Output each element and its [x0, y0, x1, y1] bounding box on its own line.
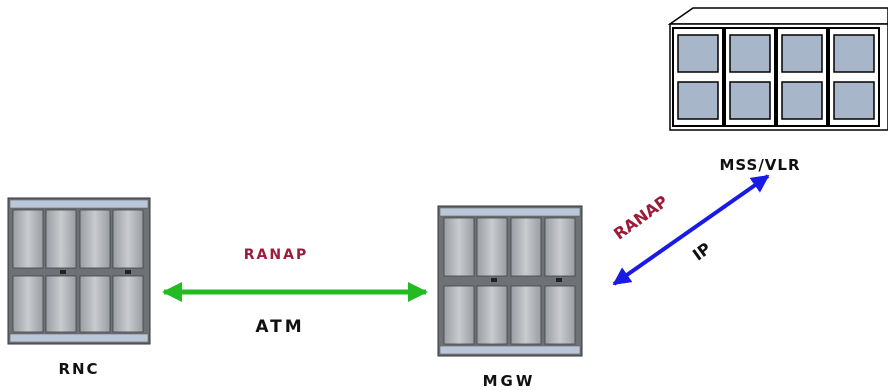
atm-link-protocol-label: RANAP [244, 247, 308, 263]
mss-vlr-label: MSS/VLR [719, 156, 800, 174]
ip-link-arrow [612, 174, 770, 286]
ip-link-protocol-label: RANAP [610, 191, 672, 243]
mss-server-icon [667, 7, 888, 131]
rnc-cabinet-icon [7, 197, 151, 345]
atm-link-transport-label: ATM [255, 317, 304, 337]
mgw-cabinet-icon [437, 205, 583, 357]
rnc-label: RNC [58, 360, 99, 378]
ip-link-transport-label: IP [689, 239, 715, 265]
mgw-label: MGW [483, 372, 536, 390]
